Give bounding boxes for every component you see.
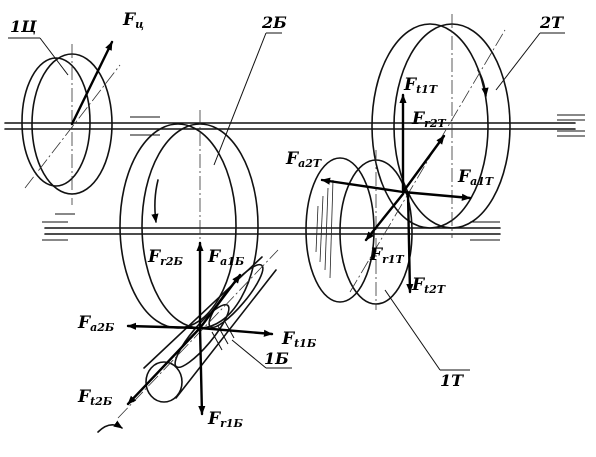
force-fr2b-label: Fr2Б	[147, 247, 184, 268]
force-labels: Fц Fr2Б Fa1Б Fa2Б Ft1Б Ft2Б Fr1Б Ft1T Fr…	[77, 10, 494, 430]
force-fr1t-arrow	[364, 192, 405, 242]
gear-1b	[97, 249, 279, 433]
part-labels: 1Ц 2Б 2Т 1Б 1Т	[10, 13, 564, 390]
force-fr2t-arrow	[401, 134, 446, 194]
gear-1c	[21, 44, 121, 205]
force-fa2t-arrow	[320, 177, 405, 194]
upper-shaft	[4, 114, 585, 137]
label-gear-1c: 1Ц	[10, 17, 37, 36]
force-fr1t-label: Fr1T	[369, 245, 405, 266]
label-gear-1t: 1Т	[440, 371, 464, 390]
leader-lines	[8, 32, 565, 371]
force-fc-label: Fц	[122, 10, 144, 31]
force-vectors	[70, 40, 472, 416]
force-fc-arrow	[70, 40, 114, 126]
force-ft2b-arrow	[126, 326, 202, 406]
label-gear-2t: 2Т	[539, 13, 564, 32]
force-fr2t-label: Fr2T	[411, 109, 447, 130]
force-fr1b-arrow	[198, 326, 206, 416]
label-gear-1b: 1Б	[264, 349, 289, 368]
force-fa2t-label: Fa2T	[285, 149, 322, 170]
force-ft2t-label: Ft2T	[411, 275, 446, 296]
force-fa2b-arrow	[126, 322, 202, 330]
gear-2t	[371, 14, 511, 238]
force-fa1b-arrow	[198, 273, 242, 330]
force-ft1t-label: Ft1T	[403, 75, 438, 96]
lower-shaft	[42, 213, 501, 241]
force-ft1b-label: Ft1Б	[281, 329, 317, 350]
force-ft2t-arrow	[406, 192, 414, 294]
force-ft2b-label: Ft2Б	[77, 387, 113, 408]
force-fr1b-label: Fr1Б	[207, 409, 244, 430]
label-gear-2b: 2Б	[261, 13, 287, 32]
force-fa1t-label: Fa1T	[457, 167, 494, 188]
force-fa2b-label: Fa2Б	[77, 313, 115, 334]
force-fa1t-arrow	[401, 190, 472, 201]
gear-1t	[305, 29, 506, 310]
force-fa1b-label: Fa1Б	[207, 247, 245, 268]
force-ft1b-arrow	[198, 326, 274, 337]
